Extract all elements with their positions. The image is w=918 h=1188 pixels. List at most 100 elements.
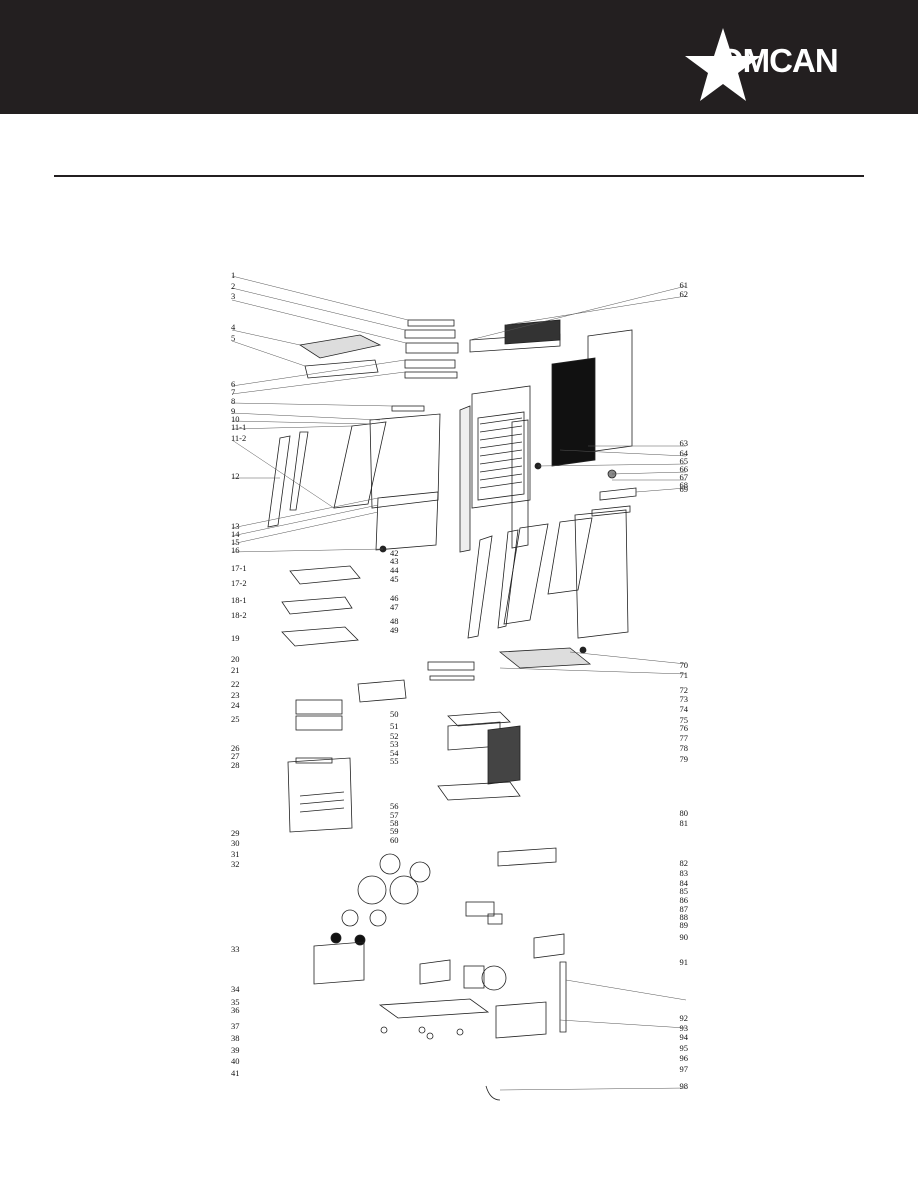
brand-logo-text: OMCAN [718, 42, 839, 79]
callout-label: 56 [390, 801, 399, 811]
callout-label: 33 [231, 944, 240, 954]
callout-label: 32 [231, 859, 240, 869]
parts-drawing [267, 319, 637, 1101]
callout-label: 31 [231, 849, 240, 859]
callout-label: 26 [231, 743, 240, 753]
callout-label: 63 [680, 438, 689, 448]
callout-label: 38 [231, 1033, 240, 1043]
leader-lines [231, 275, 687, 1091]
callout-label: 37 [231, 1021, 240, 1031]
callout-label: 57 [390, 810, 399, 820]
callout-label: 2 [231, 281, 235, 291]
callout-label: 11-1 [231, 422, 246, 432]
callout-label: 94 [680, 1032, 689, 1042]
callout-label: 35 [231, 997, 240, 1007]
callout-label: 82 [680, 858, 689, 868]
callout-label: 52 [390, 731, 399, 741]
callout-label: 67 [680, 472, 689, 482]
callout-label: 17-1 [231, 563, 247, 573]
header-divider [54, 175, 864, 177]
callout-label: 49 [390, 625, 399, 635]
callout-label: 15 [231, 537, 240, 547]
callout-label: 71 [680, 670, 689, 680]
callout-label: 4 [231, 322, 236, 332]
callout-label: 17-2 [231, 578, 247, 588]
callout-label: 36 [231, 1005, 240, 1015]
callout-label: 75 [680, 715, 689, 725]
callout-label: 11-2 [231, 433, 246, 443]
callout-label: 69 [680, 484, 689, 494]
callout-label: 18-2 [231, 610, 247, 620]
callout-label: 25 [231, 714, 240, 724]
callout-label: 40 [231, 1056, 240, 1066]
callout-label: 46 [390, 593, 399, 603]
callout-label: 61 [680, 280, 689, 290]
callout-label: 51 [390, 721, 399, 731]
callout-label: 70 [680, 660, 689, 670]
callout-label: 65 [680, 456, 689, 466]
callout-label: 64 [680, 448, 689, 458]
callout-label: 59 [390, 826, 399, 836]
callout-label: 19 [231, 633, 240, 643]
callout-label: 74 [680, 704, 689, 714]
callout-label: 53 [390, 739, 399, 749]
callout-label: 98 [680, 1081, 689, 1091]
callout-label: 62 [680, 289, 689, 299]
callout-label: 95 [680, 1043, 689, 1053]
callout-label: 28 [231, 760, 240, 770]
callout-label: 13 [231, 521, 240, 531]
callout-label: 87 [680, 904, 689, 914]
callout-label: 97 [680, 1064, 689, 1074]
callout-label: 72 [680, 685, 689, 695]
callout-label: 45 [390, 574, 399, 584]
callout-label: 21 [231, 665, 240, 675]
header-bar: OMCAN [0, 0, 918, 114]
callout-label: 9 [231, 406, 235, 416]
callout-label: 47 [390, 602, 399, 612]
callout-label: 60 [390, 835, 399, 845]
callout-label: 78 [680, 743, 689, 753]
callout-label: 55 [390, 756, 399, 766]
callout-label: 34 [231, 984, 240, 994]
callout-label: 16 [231, 545, 240, 555]
callout-label: 96 [680, 1053, 689, 1063]
callout-label: 20 [231, 654, 240, 664]
callout-label: 86 [680, 895, 689, 905]
callout-label: 27 [231, 751, 240, 761]
callout-label: 80 [680, 808, 689, 818]
callout-label: 66 [680, 464, 689, 474]
callout-label: 73 [680, 694, 689, 704]
callout-label: 48 [390, 616, 399, 626]
callout-label: 22 [231, 679, 240, 689]
callout-label: 12 [231, 471, 240, 481]
callout-label: 23 [231, 690, 240, 700]
callout-label: 1 [231, 270, 235, 280]
callout-label: 3 [231, 291, 235, 301]
callout-label: 89 [680, 920, 689, 930]
callout-label: 44 [390, 565, 399, 575]
callout-label: 41 [231, 1068, 240, 1078]
callout-label: 6 [231, 379, 235, 389]
callout-label: 92 [680, 1013, 689, 1023]
callout-label: 18-1 [231, 595, 247, 605]
callout-label: 90 [680, 932, 689, 942]
callout-label: 24 [231, 700, 240, 710]
callout-label: 43 [390, 556, 399, 566]
callout-label: 79 [680, 754, 689, 764]
callout-label: 8 [231, 396, 235, 406]
callout-label: 54 [390, 748, 399, 758]
callout-label: 68 [680, 480, 689, 490]
callout-label: 85 [680, 886, 689, 896]
callout-label: 50 [390, 709, 399, 719]
callout-label: 83 [680, 868, 689, 878]
callout-label: 29 [231, 828, 240, 838]
callout-label: 42 [390, 548, 399, 558]
callout-label: 5 [231, 333, 235, 343]
callout-label: 91 [680, 957, 689, 967]
callout-label: 39 [231, 1045, 240, 1055]
callout-label: 77 [680, 733, 689, 743]
callout-label: 30 [231, 838, 240, 848]
callout-label: 88 [680, 912, 689, 922]
omcan-star-logo-icon [685, 28, 761, 101]
